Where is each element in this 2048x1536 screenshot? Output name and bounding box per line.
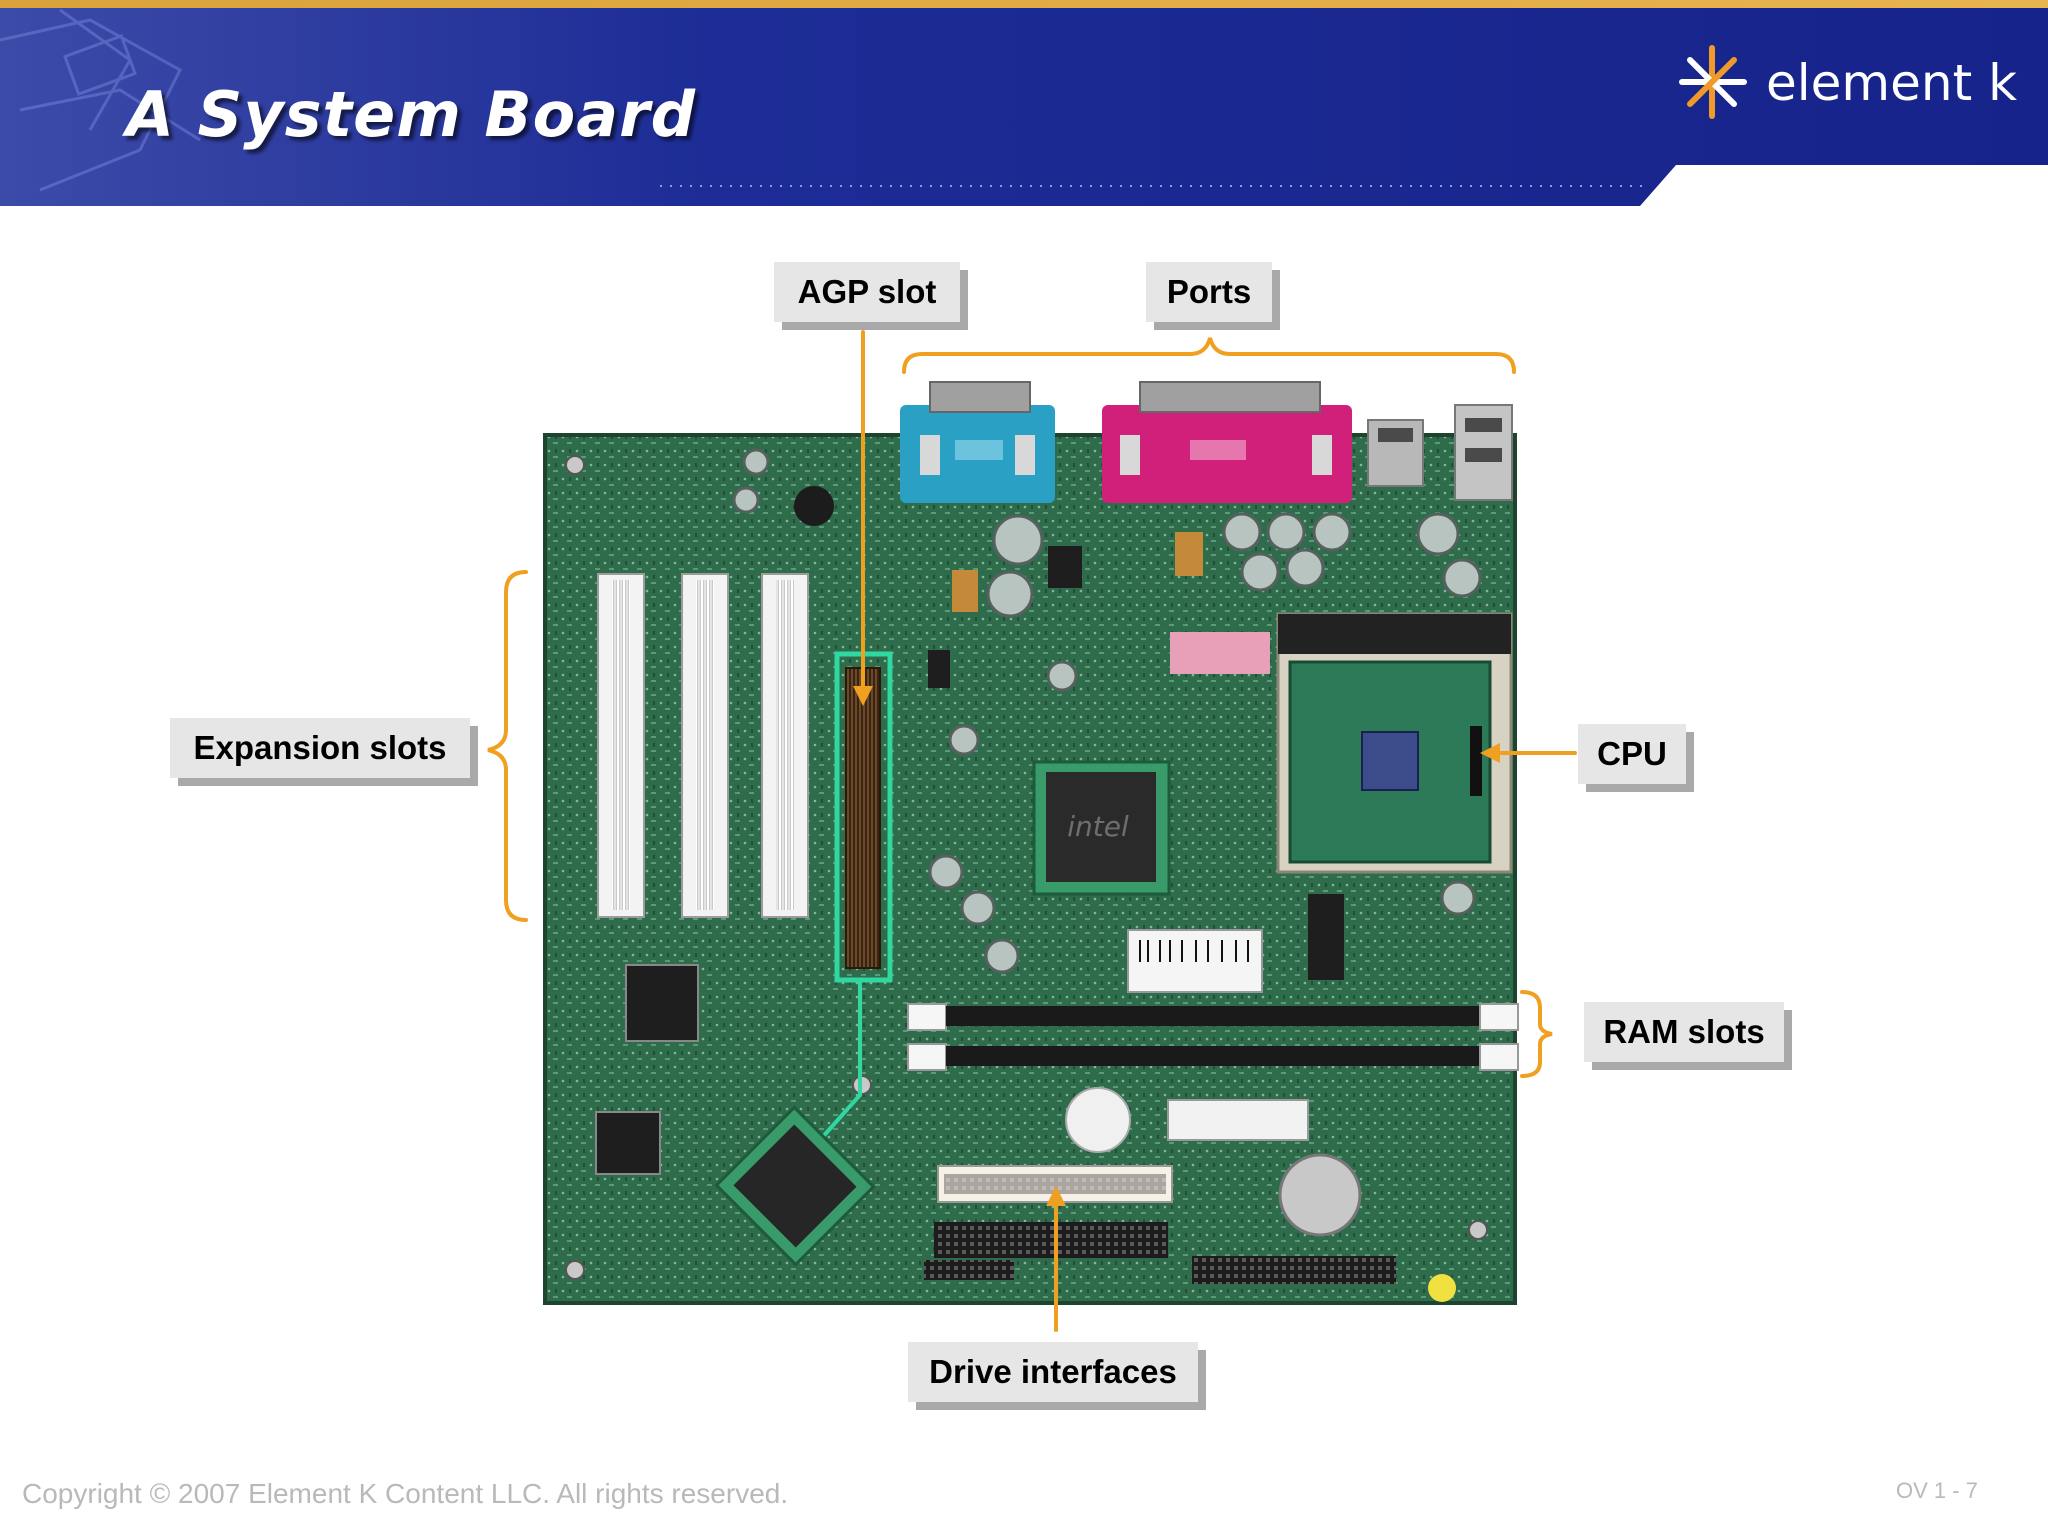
label-sticker xyxy=(1170,632,1270,674)
power-connector xyxy=(1167,1099,1309,1141)
bios-chip xyxy=(595,546,1344,1175)
ram-slots xyxy=(907,1003,1519,1071)
header-banner xyxy=(0,0,2048,206)
southbridge-chip xyxy=(714,1105,876,1267)
footer-copyright: Copyright © 2007 Element K Content LLC. … xyxy=(22,1478,789,1509)
svg-text:intel: intel xyxy=(1067,810,1129,843)
callout-arrowheads xyxy=(853,686,1500,1206)
slide-number: OV 1 - 7 xyxy=(1896,1478,1978,1503)
parallel-port xyxy=(1102,381,1352,503)
drive-connectors xyxy=(924,1165,1396,1284)
capacitors xyxy=(732,448,1482,974)
pci-expansion-slots xyxy=(597,573,809,918)
callout-agp-slot: AGP slot xyxy=(774,262,960,322)
starburst-icon xyxy=(1679,45,1747,119)
inductor xyxy=(952,570,978,612)
slide-header: A System Board element k xyxy=(0,0,2048,210)
usb-ports xyxy=(1367,404,1513,501)
element-k-logo: element k xyxy=(1672,40,2032,130)
callout-ram-slots: RAM slots xyxy=(1584,1002,1784,1062)
callout-drive-interfaces: Drive interfaces xyxy=(908,1342,1198,1402)
logo-text: element k xyxy=(1766,54,2018,112)
jumper-label xyxy=(1065,1087,1131,1153)
northbridge-chip: intel xyxy=(1032,760,1171,896)
cpu-socket xyxy=(1276,612,1513,874)
callout-ports: Ports xyxy=(1146,262,1272,322)
serial-port xyxy=(900,381,1055,503)
callout-cpu: CPU xyxy=(1578,724,1686,784)
slide-title: A System Board xyxy=(126,78,697,151)
callout-expansion-slots: Expansion slots xyxy=(170,718,470,778)
inductor xyxy=(1175,532,1203,576)
buzzer xyxy=(794,486,834,526)
warning-sticker xyxy=(1428,1274,1456,1302)
callout-leaders xyxy=(487,330,1577,1332)
cmos-battery xyxy=(1278,1153,1362,1237)
